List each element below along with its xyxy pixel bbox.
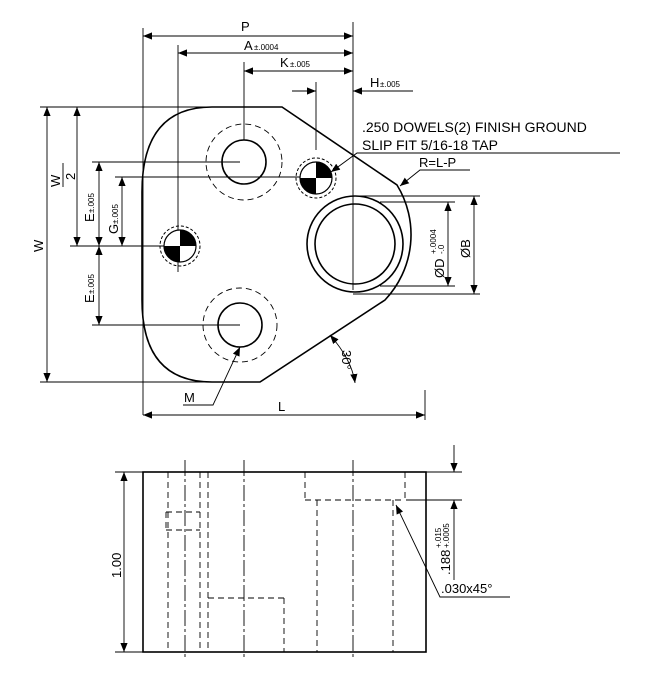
dim-e-lower-label: E xyxy=(82,294,97,303)
dowel-symbol-lower xyxy=(159,225,201,267)
height-label: 1.00 xyxy=(109,553,124,578)
dim-p-label: P xyxy=(241,19,250,34)
depth-label: .188 xyxy=(438,550,453,575)
half-w-denominator: 2 xyxy=(63,173,78,180)
dim-a-tolerance: ±.0004 xyxy=(254,43,279,52)
part-outline xyxy=(141,106,412,383)
dim-w-label: W xyxy=(31,239,46,252)
chamfer-label: .030x45° xyxy=(441,581,492,596)
hidden-features xyxy=(165,472,406,652)
side-outline xyxy=(142,471,427,653)
depth-tolerance-upper: +.015 xyxy=(434,527,443,548)
leader-lines xyxy=(183,152,620,406)
plan-view: P A ±.0004 K ±.005 H ±.005 .250 DOWELS(2… xyxy=(31,19,620,420)
dim-g-label: G xyxy=(106,224,121,234)
dim-k-label: K xyxy=(280,55,289,70)
depth-tolerance-lower: +.0005 xyxy=(442,523,451,548)
dowel-note-line1: .250 DOWELS(2) FINISH GROUND xyxy=(362,119,587,135)
dim-d-tolerance-upper: +.0004 xyxy=(429,229,438,254)
dim-l-label: L xyxy=(278,399,285,414)
dim-e-upper-label: E xyxy=(82,213,97,222)
centerlines xyxy=(184,460,354,660)
dim-m-label: M xyxy=(184,390,195,405)
dim-e-upper-tolerance: ±.005 xyxy=(87,192,96,213)
radius-note: R=L-P xyxy=(419,155,456,170)
tapped-hole-top xyxy=(205,123,283,201)
bore xyxy=(306,195,404,293)
dim-h-tolerance: ±.005 xyxy=(380,80,401,89)
dowel-note-line2: SLIP FIT 5/16-18 TAP xyxy=(362,137,498,153)
dim-g-tolerance: ±.005 xyxy=(111,203,120,224)
dimension-lines xyxy=(43,32,478,419)
dim-b-label: ØB xyxy=(458,239,473,258)
dim-h-label: H xyxy=(370,75,379,90)
extension-lines xyxy=(40,22,480,420)
dim-d-tolerance-lower: -.0 xyxy=(437,244,446,254)
dowel-symbol-upper xyxy=(295,157,337,199)
dim-half-w-fraction: W 2 xyxy=(48,163,78,187)
dim-a-label: A xyxy=(244,38,253,53)
plan-labels: P A ±.0004 K ±.005 H ±.005 .250 DOWELS(2… xyxy=(31,19,587,414)
half-w-numerator: W xyxy=(48,174,63,187)
dim-e-lower-tolerance: ±.005 xyxy=(87,273,96,294)
angle-label: 30° xyxy=(339,350,354,370)
side-view: 1.00 .188 +.015 +.0005 xyxy=(109,445,510,660)
dim-d-label: ØD xyxy=(432,259,447,279)
dim-k-tolerance: ±.005 xyxy=(290,60,311,69)
